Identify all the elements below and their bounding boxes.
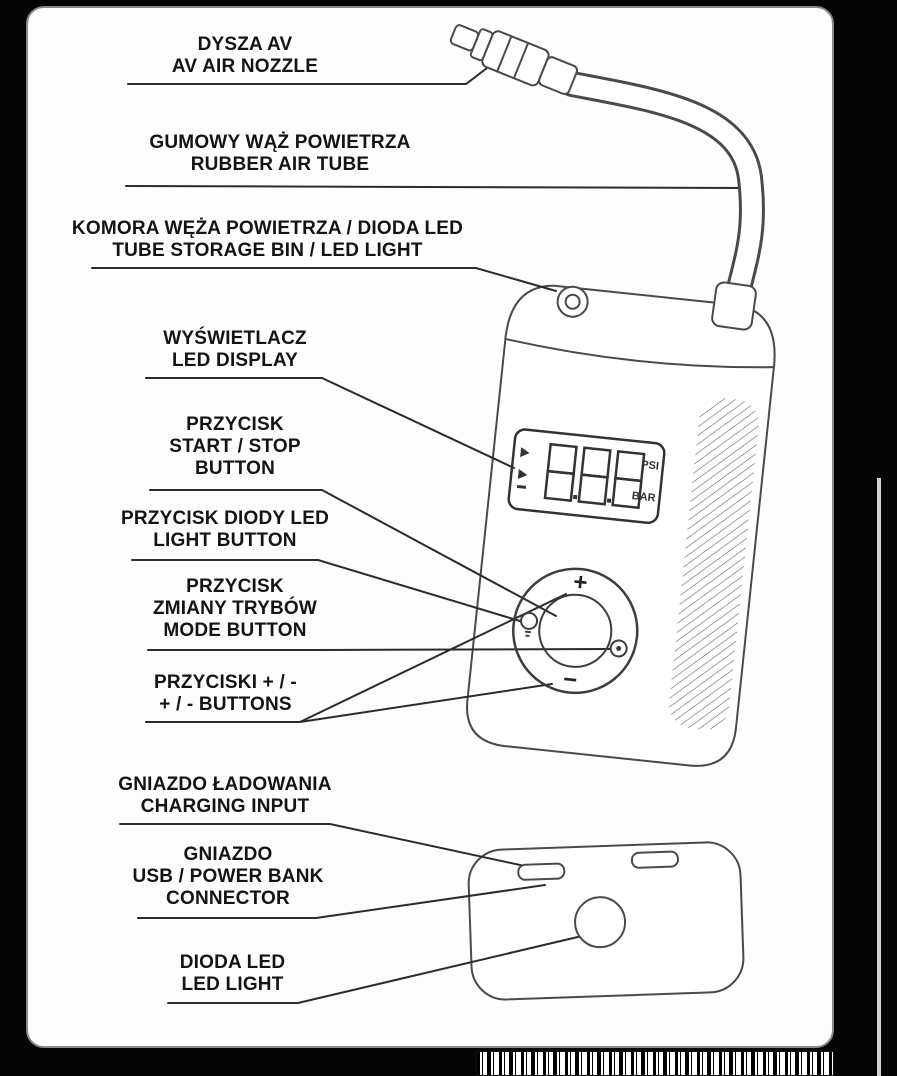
label-rubber-air-tube: GUMOWY WĄŻ POWIETRZA RUBBER AIR TUBE [149,132,411,175]
label-light-button: PRZYCISK DIODY LED LIGHT BUTTON [120,508,330,551]
pump-face-details: PSI BAR + − [507,428,666,695]
label-led-display: WYŚWIETLACZ LED DISPLAY [163,328,307,371]
dial-outer-ring [512,567,639,695]
display-dot-2 [606,498,612,503]
air-tube [559,71,765,327]
display-mode-icons [516,447,530,489]
label-av-nozzle: DYSZA AV AV AIR NOZZLE [171,34,319,77]
leader-mode-button [147,648,611,651]
barcode [476,1051,834,1076]
nozzle-collar [538,56,579,95]
vent-grille [669,398,759,730]
label-charging-input: GNIAZDO ŁADOWANIA CHARGING INPUT [118,774,332,817]
control-dial: + − [512,567,639,695]
leader-rubber-air-tube [125,185,743,189]
light-button-icon [520,611,539,638]
display-dot-1 [573,494,578,500]
label-plus-minus: PRZYCISKI + / - + / - BUTTONS [154,672,297,715]
label-tube-storage-bin: KOMORA WĘŻA POWIETRZA / DIODA LED TUBE S… [71,218,464,261]
pump-body [466,284,776,767]
leader-minus-button [299,683,553,723]
tube-connector [711,281,757,331]
leader-led-display [145,377,515,469]
start-stop-button [538,593,613,668]
leader-lines [91,51,743,1004]
led-display-panel: PSI BAR [507,428,666,525]
usb-port [630,850,679,869]
label-led-light: DIODA LED LED LIGHT [179,952,286,995]
nozzle-storage-hole-inner [564,293,581,310]
display-unit-psi: PSI [641,459,660,473]
display-digits [543,442,646,510]
leader-led-light [167,935,583,1004]
display-frame [507,428,666,525]
air-tube-outline [559,71,765,327]
leader-light-button [131,559,521,622]
mode-button-icon [609,639,628,658]
leader-tube-storage [91,267,557,292]
av-nozzle [449,24,579,95]
leader-start-stop [149,489,557,617]
plus-button: + [572,568,589,596]
air-tube-core [562,74,762,324]
leader-usb-connector [137,884,546,919]
led-light-lens [574,896,627,949]
display-unit-bar: BAR [631,490,656,504]
label-mode-button: PRZYCISK ZMIANY TRYBÓW MODE BUTTON [152,576,318,641]
bottom-view-details [517,850,679,949]
leader-charging-input [119,823,535,869]
label-usb-power-bank: GNIAZDO USB / POWER BANK CONNECTOR [132,844,324,909]
pump-front-edge [505,337,774,369]
right-edge-highlight [877,478,881,1076]
label-start-stop: PRZYCISK START / STOP BUTTON [169,414,301,479]
charging-port [517,862,566,881]
minus-button: − [562,666,579,694]
